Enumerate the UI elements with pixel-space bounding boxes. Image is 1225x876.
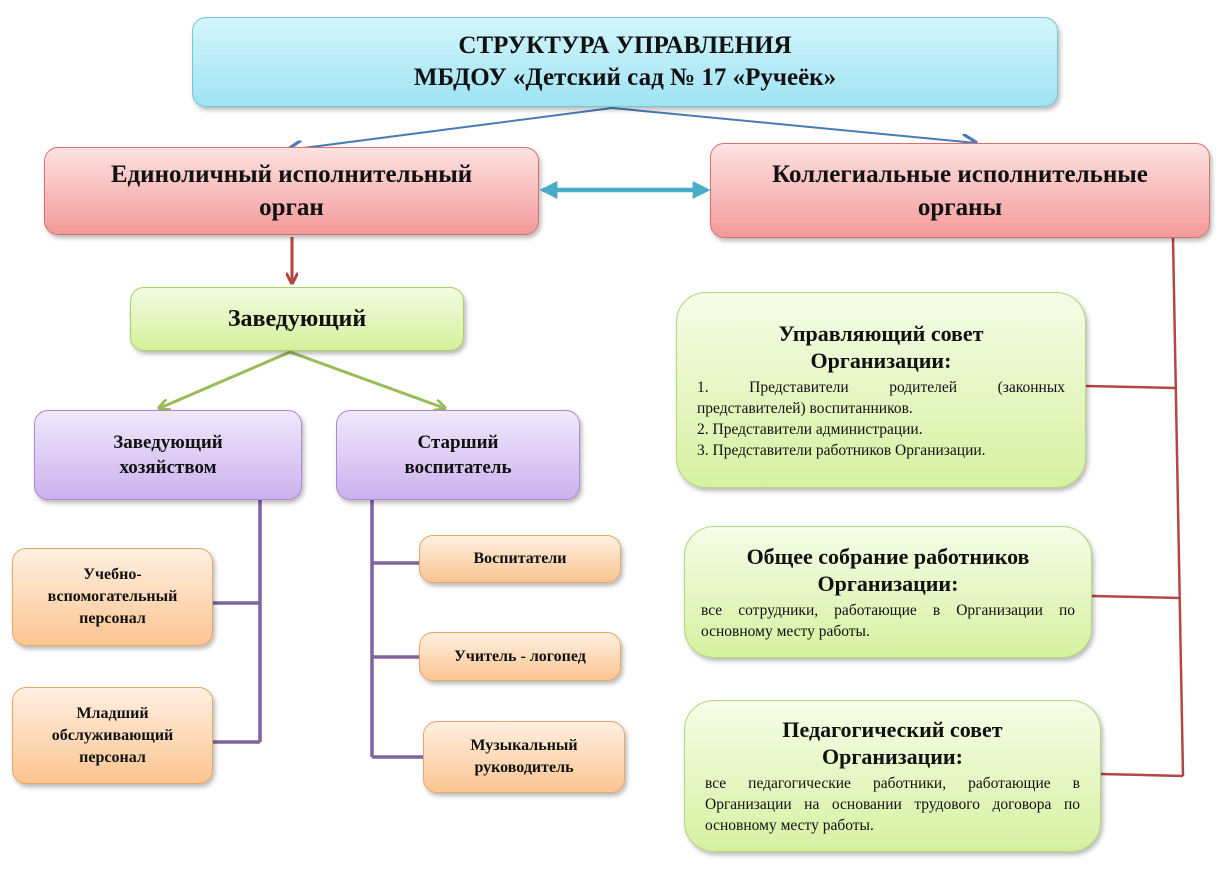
collegial-line-1: Коллегиальные исполнительные [772,160,1148,188]
executive-line-1: Единоличный исполнительный [110,161,473,188]
junior-line-3: персонал [79,748,146,766]
head-box: Заведующий [130,287,464,351]
title-box: СТРУКТУРА УПРАВЛЕНИЯ МБДОУ «Детский сад … [192,17,1058,107]
board-members-list: 1. Представители родителей (законных пре… [697,377,1065,461]
speech-therapist-box: Учитель - логопед [419,632,621,681]
executive-line-2: орган [259,194,324,221]
housekeeping-line-2: хозяйством [119,457,217,478]
arrow-title-to-collegial [611,107,976,143]
junior-line-1: Младший [76,704,149,722]
senior-tree-lines [370,500,423,759]
ped-council-description: все педагогические работники, работающие… [705,775,1080,834]
head-label: Заведующий [227,305,367,332]
governing-board-box: Управляющий совет Организации: 1. Предст… [676,292,1086,488]
educators-label: Воспитатели [473,550,567,567]
general-assembly-box: Общее собрание работников Организации: в… [684,526,1092,658]
assembly-line-2: Организации: [817,570,959,596]
collegial-line-2: органы [917,193,1003,221]
senior-line-1: Старший [417,432,499,453]
senior-line-2: воспитатель [404,457,512,478]
senior-educator-box: Старший воспитатель [336,410,580,500]
board-member-item: 2. Представители администрации. [697,420,923,438]
support-line-3: персонал [79,610,146,627]
junior-line-2: обслуживающий [51,726,174,744]
housekeeping-line-1: Заведующий [113,432,223,453]
board-line-1: Управляющий совет [778,320,984,346]
board-member-item: 3. Представители работников Организации. [697,441,986,459]
executive-body-box: Единоличный исполнительный орган [44,147,539,235]
housekeeping-tree-lines [213,500,262,744]
title-line-2: МБДОУ «Детский сад № 17 «Ручеёк» [413,64,837,91]
ped-council-line-2: Организации: [822,744,963,769]
housekeeping-manager-box: Заведующий хозяйством [34,410,302,500]
pedagogical-council-box: Педагогический совет Организации: все пе… [684,700,1101,852]
board-member-item: 1. Представители родителей (законных пре… [697,378,1065,417]
arrow-head-to-senior [289,350,444,408]
title-line-1: СТРУКТУРА УПРАВЛЕНИЯ [458,32,792,59]
junior-staff-box: Младший обслуживающий персонал [12,687,213,784]
board-line-2: Организации: [810,347,952,373]
support-staff-box: Учебно- вспомогательный персонал [12,548,213,646]
collegial-tree-lines [1085,237,1185,778]
arrow-title-to-executive [288,107,613,150]
music-line-2: руководитель [474,759,574,776]
assembly-description: все сотрудники, работающие в Организации… [701,601,1075,640]
collegial-bodies-box: Коллегиальные исполнительные органы [710,143,1210,238]
speech-therapist-label: Учитель - логопед [454,647,586,665]
support-line-2: вспомогательный [47,588,178,605]
assembly-line-1: Общее собрание работников [746,543,1030,569]
music-director-box: Музыкальный руководитель [423,721,625,793]
arrow-head-to-housekeeping [160,350,291,408]
music-line-1: Музыкальный [470,737,578,754]
educators-box: Воспитатели [419,535,621,583]
ped-council-line-1: Педагогический совет [782,717,1003,742]
support-line-1: Учебно- [83,566,142,583]
